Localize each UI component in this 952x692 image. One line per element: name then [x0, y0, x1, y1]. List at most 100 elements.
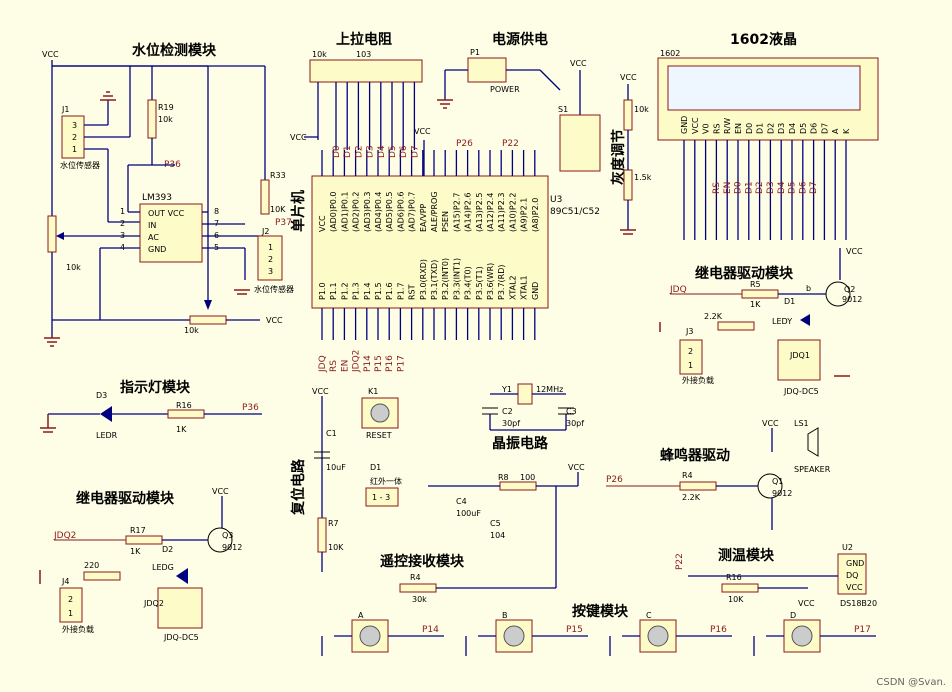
- svg-text:S1: S1: [558, 105, 568, 114]
- svg-text:K1: K1: [368, 387, 378, 396]
- pullup-resistor-network: 10k 103 VCC: [290, 50, 423, 142]
- mcu-pin-label: P3.7(RD): [497, 264, 506, 300]
- svg-text:b: b: [806, 284, 811, 293]
- svg-text:水位传感器: 水位传感器: [60, 160, 100, 170]
- svg-text:10K: 10K: [328, 543, 344, 552]
- svg-text:VCC: VCC: [290, 133, 307, 142]
- lcd-net-label: D0: [734, 181, 744, 194]
- lcd-pin-label: R/W: [723, 118, 732, 134]
- svg-text:2.2K: 2.2K: [682, 493, 701, 502]
- svg-text:1: 1: [120, 207, 125, 216]
- resistor-r7: [317, 517, 327, 553]
- lcd-pin-label: D5: [799, 123, 808, 134]
- svg-text:1.5k: 1.5k: [634, 173, 652, 182]
- mcu-pin-label: RST: [408, 284, 417, 300]
- lcd-pin-label: A: [831, 128, 840, 134]
- led-red-icon: [100, 406, 112, 422]
- svg-text:1: 1: [72, 145, 77, 154]
- title-relay2: 继电器驱动模块: [76, 490, 175, 507]
- resistor-2-2k: [717, 321, 755, 331]
- relay-module-2: VCC JDQ2 R17 1K Q3 9012 D2 LEDG 220 J4 2…: [39, 487, 242, 642]
- resistor-r19: [147, 99, 157, 139]
- mcu-pin-label: P1.7: [396, 282, 405, 300]
- lcd-pin-label: D4: [788, 123, 797, 134]
- relay-module-1: VCC JDQ R5 1K b Q2 9012 D1 LEDY J3 21 外接…: [659, 247, 863, 396]
- net-p37: P37: [275, 218, 292, 228]
- lcd-net-label: EN: [723, 182, 733, 194]
- svg-text:100: 100: [520, 473, 535, 482]
- svg-text:水位传感器: 水位传感器: [254, 284, 294, 294]
- lcd-pin-label: GND: [680, 116, 689, 134]
- svg-text:D3: D3: [96, 391, 107, 400]
- net-label: P15: [374, 355, 384, 372]
- mcu-pin-label: P3.6(WR): [486, 263, 495, 300]
- net-label: JDQ2: [352, 350, 362, 373]
- resistor-r4-30k: [399, 583, 437, 593]
- svg-text:VCC: VCC: [266, 316, 283, 325]
- title-led: 指示灯模块: [120, 379, 191, 396]
- svg-text:1: 1: [688, 361, 693, 370]
- title-ir: 遥控接收模块: [380, 553, 465, 570]
- mcu-89c51: U3 89C51/C52 VCC P26 P22: [311, 127, 600, 309]
- svg-text:10k: 10k: [158, 115, 173, 124]
- svg-text:POWER: POWER: [490, 85, 520, 94]
- net-label: P16: [385, 355, 395, 372]
- net-label: D6: [399, 145, 409, 158]
- lcd-net-label: D5: [788, 181, 798, 194]
- relay-jdq1: [777, 339, 821, 381]
- title-keys: 按键模块: [572, 603, 629, 620]
- mcu-pin-label: EA/VPP: [419, 203, 428, 232]
- svg-text:外接负载: 外接负载: [682, 375, 714, 385]
- svg-text:J3: J3: [685, 327, 693, 336]
- svg-text:R19: R19: [158, 103, 174, 112]
- svg-text:VCC: VCC: [312, 387, 329, 396]
- svg-text:R4: R4: [410, 573, 421, 582]
- resistor-10k-lcd: [623, 99, 633, 131]
- sensor-ds18b20: [837, 553, 867, 595]
- svg-text:LEDY: LEDY: [772, 317, 792, 326]
- connector-j4: [59, 587, 83, 623]
- resistor-1-5k-lcd: [623, 169, 633, 201]
- mcu-pin-label: (A12)P2.4: [486, 193, 495, 232]
- title-reset: 复位电路: [290, 458, 307, 516]
- svg-text:JDQ-DC5: JDQ-DC5: [783, 387, 819, 396]
- svg-text:红外一体: 红外一体: [370, 476, 402, 486]
- mcu-pin-label: GND: [531, 282, 540, 300]
- svg-text:1K: 1K: [176, 425, 187, 434]
- svg-text:89C51/C52: 89C51/C52: [550, 207, 600, 217]
- lcd-pin-label: RS: [712, 123, 721, 134]
- svg-text:JDQ1: JDQ1: [789, 351, 810, 360]
- lcd-pin-label: K: [842, 128, 851, 134]
- mcu-pin-label: P3.5(T1): [475, 266, 484, 300]
- lcd-net-label: D6: [798, 181, 808, 194]
- mcu-pin-label: (A8)P2.0: [531, 198, 540, 232]
- svg-text:RESET: RESET: [366, 431, 392, 440]
- title-crystal: 晶振电路: [492, 435, 549, 452]
- relay-jdq2: [157, 587, 203, 629]
- resistor-r16: [167, 409, 205, 419]
- lcd-pin-label: VCC: [691, 117, 700, 134]
- svg-text:30pf: 30pf: [502, 419, 520, 428]
- key-label: A: [358, 611, 364, 620]
- svg-text:C5: C5: [490, 519, 501, 528]
- svg-text:R16: R16: [176, 401, 192, 410]
- key-label: C: [646, 611, 652, 620]
- svg-text:1: 1: [268, 243, 273, 252]
- key-net-label: P16: [710, 625, 727, 635]
- svg-text:VCC: VCC: [568, 463, 585, 472]
- svg-text:R8: R8: [498, 473, 509, 482]
- power-module: P1 POWER VCC S1: [437, 48, 601, 172]
- mcu-pin-label: P3.2(INT0): [441, 258, 450, 300]
- mcu-pin-label: P1.3: [352, 282, 361, 300]
- title-temp: 测温模块: [718, 547, 775, 564]
- svg-text:JDQ2: JDQ2: [53, 531, 76, 541]
- mcu-pin-label: (A10)P2.2: [508, 193, 517, 232]
- temperature-module: U2 GND DQ VCC DS18B20 VCC P22 R16 10K: [675, 543, 877, 608]
- svg-text:LEDR: LEDR: [96, 431, 118, 440]
- svg-text:U2: U2: [842, 543, 853, 552]
- svg-text:2: 2: [268, 255, 273, 264]
- mcu-pin-label: (A9)P2.1: [520, 198, 529, 232]
- key-net-label: P15: [566, 625, 583, 635]
- resistor-r4-buzzer: [679, 481, 717, 491]
- svg-text:JDQ: JDQ: [669, 285, 687, 295]
